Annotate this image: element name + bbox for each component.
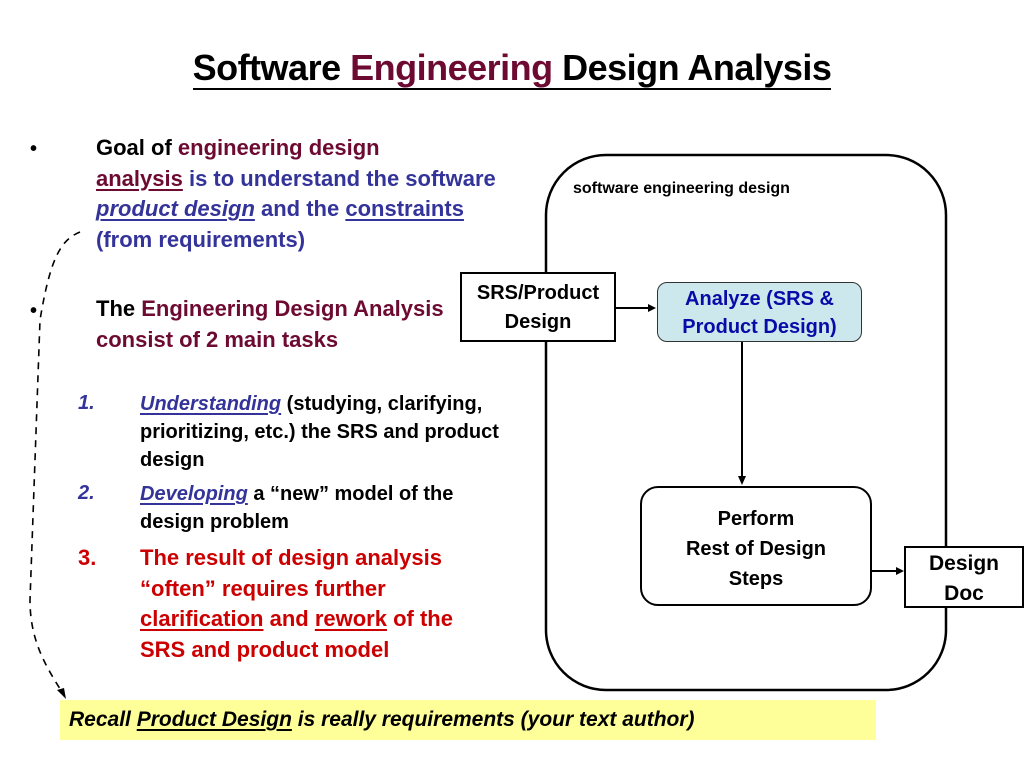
link-product-design: product design <box>96 196 255 221</box>
design-doc-line1: Design <box>928 552 999 575</box>
text-the: The <box>96 296 142 321</box>
text-model-of: model of the design problem <box>140 483 454 533</box>
container-label: software engineering design <box>573 180 790 197</box>
title-part-engineering: Engineering <box>350 47 553 88</box>
perform-box-line1: Perform <box>717 508 795 530</box>
quote-open: “ <box>270 483 281 505</box>
design-doc-box: Design Doc <box>904 546 1024 608</box>
recall-note: Recall Product Design is really requirem… <box>60 700 876 740</box>
slide-title: Software Engineering Design Analysis <box>0 44 1024 92</box>
text-requires: requires further <box>215 575 386 601</box>
perform-box-line2: Rest of Design <box>685 538 827 560</box>
bullet-dot-2: • <box>30 300 38 322</box>
text-understand: is to understand the software <box>182 165 496 191</box>
title-part-software: Software <box>192 47 351 88</box>
perform-box-line3: Steps <box>728 568 784 590</box>
text-engineering-design: engineering design <box>177 135 380 160</box>
recall-suffix: is really requirements (your text author… <box>291 708 695 731</box>
sub-number-2: 2. <box>78 482 95 504</box>
recall-product-design: Product Design <box>136 708 292 731</box>
sub-number-1: 1. <box>78 392 95 414</box>
link-analysis: analysis <box>96 165 183 191</box>
bullet-goal: Goal of engineering design analysis is t… <box>96 133 506 255</box>
design-doc-line2: Doc <box>944 582 984 605</box>
text-understanding-rest: (studying, clarifying, prioritizing, etc… <box>140 393 499 471</box>
quote-close: ” <box>318 483 329 505</box>
text-goal-of: Goal of <box>96 135 178 160</box>
link-constraints: constraints <box>345 196 464 221</box>
sub-number-3: 3. <box>78 545 97 570</box>
title-part-design-analysis: Design Analysis <box>552 47 832 88</box>
quote-close-3: ” <box>204 575 216 601</box>
analyze-box-line2: Product Design) <box>682 316 837 338</box>
text-and-the: and the <box>254 196 346 221</box>
text-and: and <box>263 606 315 631</box>
text-a: a <box>247 483 271 505</box>
perform-box: Perform Rest of Design Steps <box>640 486 872 606</box>
text-eda-consist: Engineering Design Analysis consist of 2… <box>96 296 444 352</box>
text-new: new <box>280 483 319 505</box>
recall-prefix: Recall <box>69 708 137 731</box>
srs-box-line2: Design <box>504 311 572 333</box>
text-often: often <box>151 575 205 601</box>
text-from-requirements: (from requirements) <box>96 226 306 252</box>
bullet-dot-1: • <box>30 138 38 160</box>
link-developing: Developing <box>140 483 248 505</box>
text-srs-product-model: of the SRS and product model <box>140 606 453 662</box>
srs-product-design-box: SRS/Product Design <box>460 272 616 342</box>
quote-open-3: “ <box>140 575 151 601</box>
sub-item-understanding: Understanding (studying, clarifying, pri… <box>140 390 500 474</box>
text-result: The result of design analysis <box>140 545 442 570</box>
sub-item-result: The result of design analysis “often” re… <box>140 543 490 665</box>
sub-item-developing: Developing a “new” model of the design p… <box>140 480 500 536</box>
link-understanding: Understanding <box>140 393 282 415</box>
analyze-box-line1: Analyze (SRS & <box>685 288 834 310</box>
link-rework: rework <box>314 606 387 631</box>
srs-box-line1: SRS/Product <box>476 282 600 304</box>
bullet-tasks: The Engineering Design Analysis consist … <box>96 294 466 355</box>
analyze-box: Analyze (SRS & Product Design) <box>657 282 862 342</box>
link-clarification: clarification <box>140 606 264 631</box>
